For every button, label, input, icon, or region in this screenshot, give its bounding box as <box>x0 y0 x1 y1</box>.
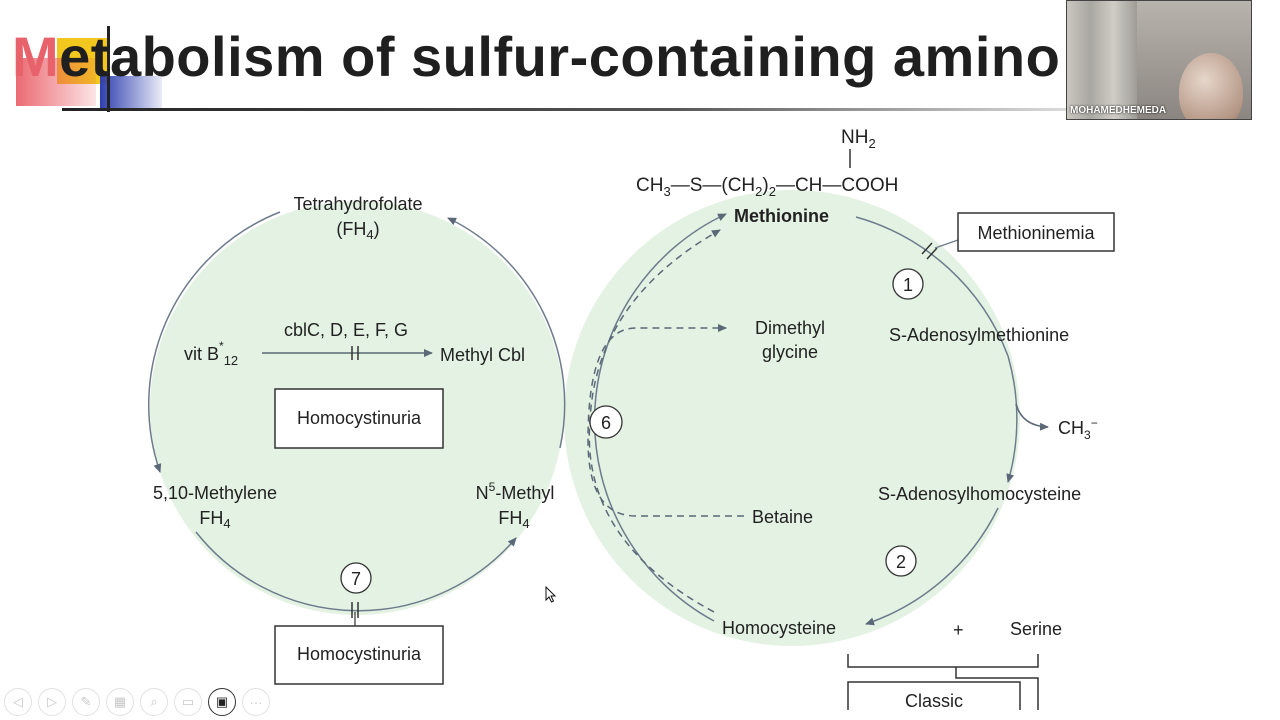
thf-label-1: Tetrahydrofolate <box>293 194 422 214</box>
mouse-cursor-icon <box>545 586 557 603</box>
dimethylglycine-label-2: glycine <box>762 342 818 362</box>
arc-n5-to-thf <box>447 217 566 449</box>
methioninemia-box <box>957 212 1115 252</box>
step-6-label: 6 <box>601 413 611 433</box>
dashed-betaine-to-dimethylglycine <box>587 324 744 517</box>
webcam-name-label: MOHAMEDHEMEDA <box>1070 105 1167 116</box>
step-6-circle <box>589 405 623 439</box>
homocystinuria-box-bottom <box>274 625 444 685</box>
slide-title: Metabolism of sulfur-containing amino <box>12 24 1060 89</box>
slide-title-rest: etabolism of sulfur-containing amino <box>59 25 1061 88</box>
next-icon[interactable]: ▷ <box>38 688 66 716</box>
methylene-fh4-label-1: 5,10-Methylene <box>153 483 277 503</box>
step-2-label: 2 <box>896 552 906 572</box>
sam-label: S-Adenosylmethionine <box>889 325 1069 345</box>
classic-label: Classic <box>905 691 963 710</box>
methioninemia-label: Methioninemia <box>977 223 1095 243</box>
ch3-label: CH3− <box>1058 416 1098 442</box>
step-7-circle <box>340 562 372 594</box>
ch3-release-arrow <box>1015 403 1049 431</box>
title-accent-blue <box>100 76 162 110</box>
methioninemia-connector <box>934 239 959 249</box>
block-mark-1a <box>921 242 933 255</box>
serine-bracket <box>847 654 1039 710</box>
subtitles-icon[interactable]: ▭ <box>174 688 202 716</box>
webcam-background-curtain <box>1067 1 1137 119</box>
block-mark-1b <box>926 247 938 260</box>
methylcbl-label: Methyl Cbl <box>440 345 525 365</box>
n5-methyl-label-1: N5-Methyl <box>476 480 555 503</box>
metabolism-diagram: NH2 CH3—S—(CH2)2—CH—COOH Methionine Meth… <box>147 127 1115 710</box>
arc-sah-to-homocysteine <box>865 507 999 626</box>
title-underline <box>62 108 1072 111</box>
methionine-cycle-circle <box>564 190 1020 646</box>
step-1-label: 1 <box>903 275 913 295</box>
dimethylglycine-label-1: Dimethyl <box>755 318 825 338</box>
webcam-presenter <box>1179 53 1243 119</box>
title-accent-red <box>16 58 96 106</box>
methylene-fh4-label-2: FH4 <box>199 508 230 531</box>
sah-label: S-Adenosylhomocysteine <box>878 484 1081 504</box>
homocystinuria-box-top <box>274 388 444 449</box>
slides-grid-icon[interactable]: ▦ <box>106 688 134 716</box>
homocysteine-label: Homocysteine <box>722 618 836 638</box>
methionine-label: Methionine <box>734 206 829 226</box>
n5-methyl-label-2: FH4 <box>498 508 529 531</box>
vitb12-label: vit B*12 <box>184 339 238 368</box>
slideshow-toolbar: ◁ ▷ ✎ ▦ ⌕ ▭ ▣ ··· <box>4 688 270 716</box>
more-icon[interactable]: ··· <box>242 688 270 716</box>
pen-icon[interactable]: ✎ <box>72 688 100 716</box>
prev-icon[interactable]: ◁ <box>4 688 32 716</box>
arc-thf-to-methylene <box>147 211 281 473</box>
slide-title-first-letter: M <box>12 25 60 88</box>
serine-label: Serine <box>1010 619 1062 639</box>
step-2-circle <box>885 545 917 577</box>
homocystinuria-label-bottom: Homocystinuria <box>297 644 422 664</box>
arc-methylene-to-n5 <box>195 531 517 612</box>
nh2-label: NH2 <box>841 127 876 151</box>
camera-icon[interactable]: ▣ <box>208 688 236 716</box>
plus-sign: + <box>953 620 964 640</box>
thf-label-2: (FH4) <box>336 219 379 242</box>
step-7-label: 7 <box>351 569 361 589</box>
methionine-formula: CH3—S—(CH2)2—CH—COOH <box>636 175 898 199</box>
classic-box <box>847 681 1021 710</box>
homocystinuria-label-top: Homocystinuria <box>297 408 422 428</box>
arc-methionine-to-sam <box>855 216 1009 357</box>
title-accent-vline <box>107 26 110 112</box>
cbl-label: cblC, D, E, F, G <box>284 320 408 340</box>
arc-sam-to-sah <box>1006 355 1018 483</box>
webcam-video[interactable]: MOHAMEDHEMEDA <box>1066 0 1252 120</box>
betaine-label: Betaine <box>752 507 813 527</box>
step-1-circle <box>892 268 924 300</box>
zoom-icon[interactable]: ⌕ <box>140 688 168 716</box>
